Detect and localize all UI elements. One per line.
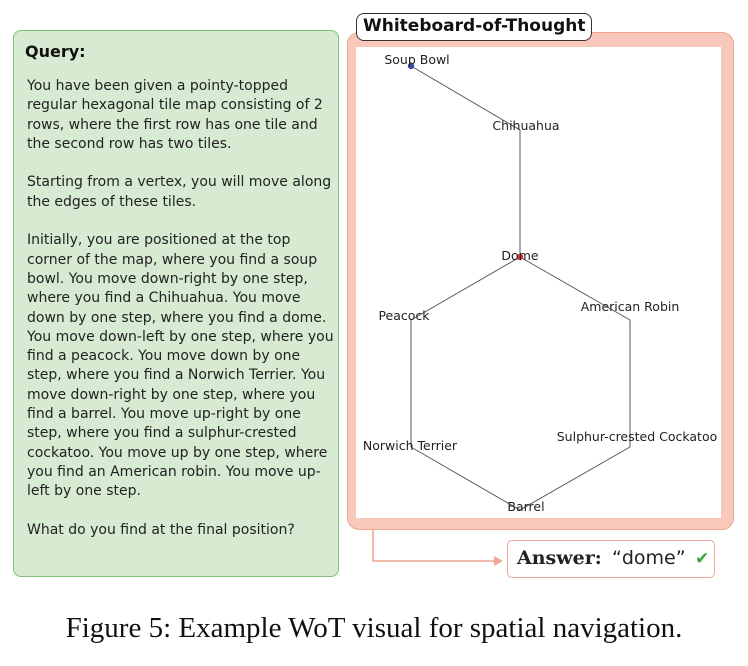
node-label-dome: Dome: [501, 248, 538, 263]
end-marker: [516, 253, 524, 261]
edge-dome-peacock: [410, 256, 521, 321]
edge-robin-dome: [519, 256, 631, 321]
edge-barrel-sulphur: [519, 446, 631, 511]
query-title: Query:: [25, 42, 86, 61]
start-marker: [407, 62, 415, 70]
query-paragraph: Initially, you are positioned at the top…: [27, 232, 334, 500]
answer-box: Answer: “dome” ✔: [507, 540, 715, 578]
answer-connector-arrow-icon: [372, 530, 503, 566]
node-label-chihuahua: Chihuahua: [492, 118, 559, 133]
whiteboard-canvas: [356, 47, 721, 518]
answer-label: Answer:: [517, 547, 602, 569]
check-icon: ✔: [695, 549, 710, 569]
whiteboard-title: Whiteboard-of-Thought: [356, 13, 593, 41]
edge-soup-chihuahua: [410, 65, 521, 131]
answer-value: “dome”: [612, 547, 686, 569]
node-label-american-robin: American Robin: [581, 299, 680, 314]
edge-norwich-barrel: [410, 446, 521, 511]
node-label-peacock: Peacock: [378, 308, 430, 323]
query-paragraph: Starting from a vertex, you will move al…: [27, 174, 332, 210]
node-label-sulphur-cockatoo: Sulphur-crested Cockatoo: [557, 429, 718, 444]
node-label-soup-bowl: Soup Bowl: [384, 52, 449, 67]
query-panel: Query: You have been given a pointy-topp…: [13, 30, 339, 577]
query-paragraph: What do you find at the final position?: [27, 521, 295, 538]
node-label-barrel: Barrel: [507, 499, 544, 514]
figure-caption: Figure 5: Example WoT visual for spatial…: [65, 612, 683, 644]
query-body: You have been given a pointy-topped regu…: [27, 77, 335, 540]
navigation-graph: Soup Bowl Chihuahua Dome Peacock America…: [363, 52, 718, 514]
node-label-norwich-terrier: Norwich Terrier: [363, 438, 458, 453]
query-paragraph: You have been given a pointy-topped regu…: [27, 78, 323, 152]
